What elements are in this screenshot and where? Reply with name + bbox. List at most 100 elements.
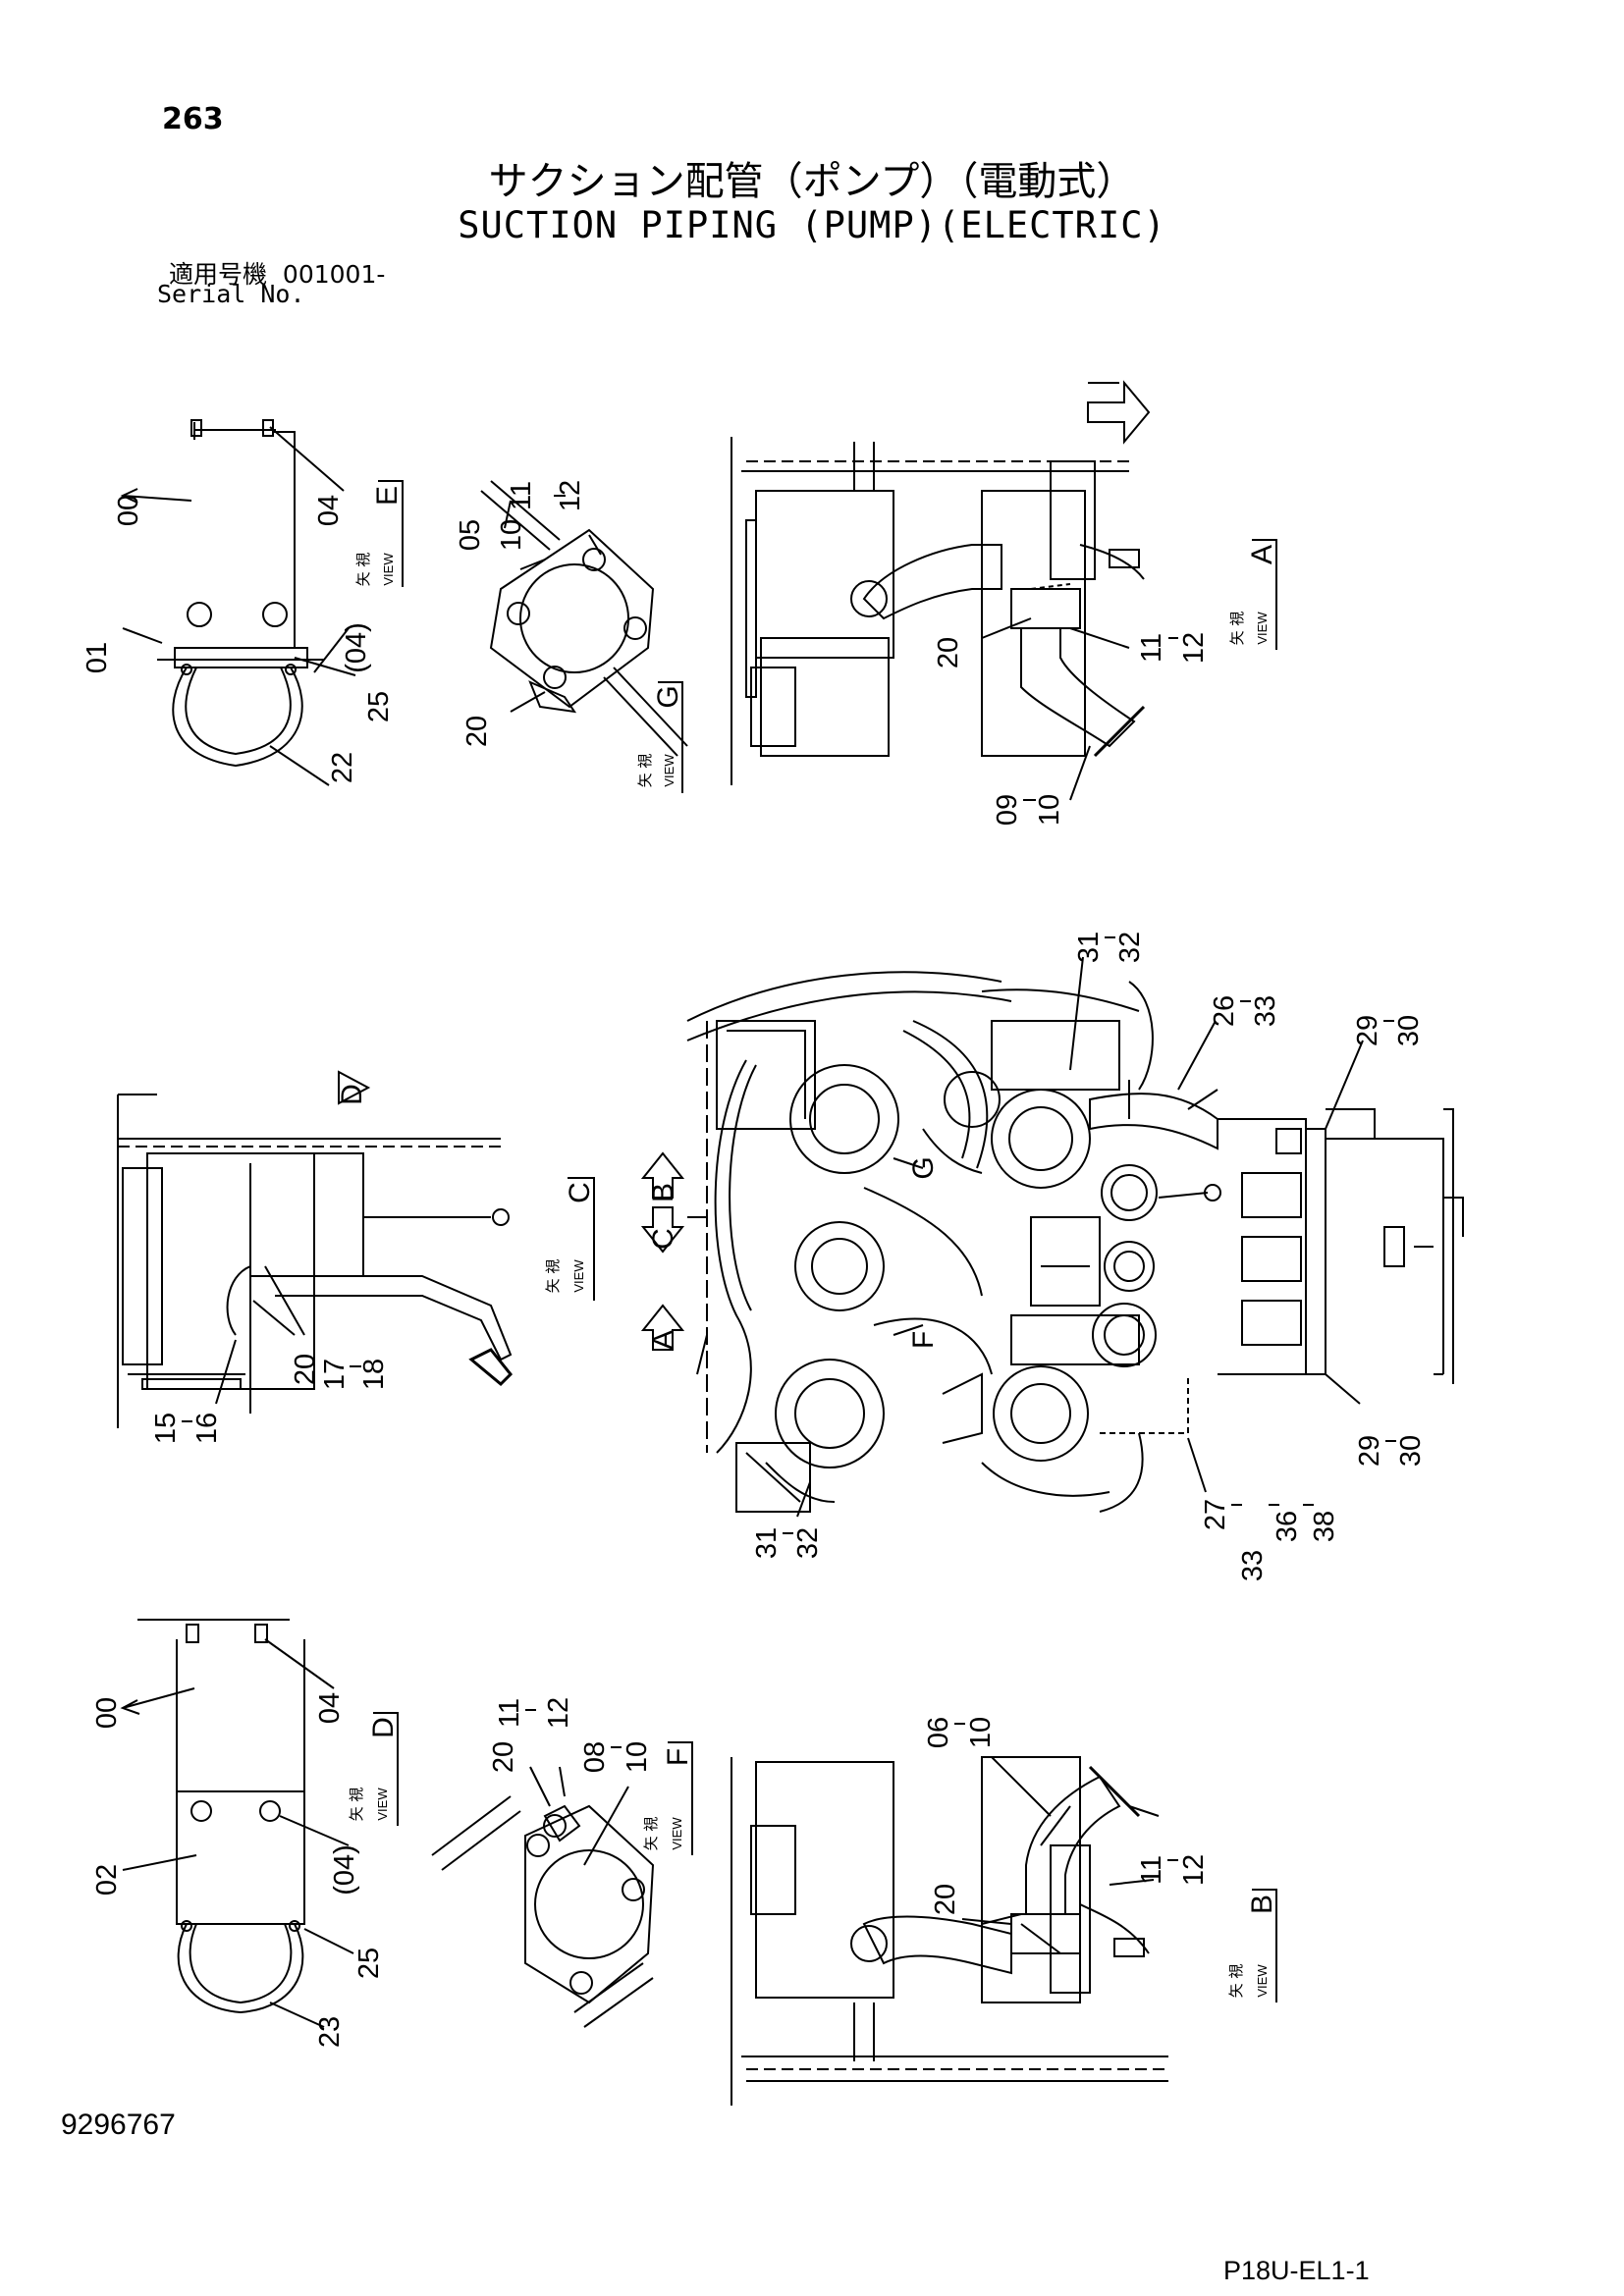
view-e-callout: 25	[363, 691, 395, 722]
view-b-callout: 20	[930, 1884, 961, 1915]
main-callout: 31	[1073, 932, 1105, 963]
view-d-marker: D 矢 視 VIEW	[348, 1712, 400, 1826]
view-a-callout: 11	[1136, 633, 1167, 663]
main-callout: 29	[1354, 1435, 1385, 1467]
view-d-jp: 矢 視	[348, 1788, 365, 1822]
main-callout: 29	[1352, 1015, 1383, 1046]
serial-row-jp: 適用号機 001001-	[169, 255, 385, 291]
view-a-callout: 09	[992, 794, 1023, 826]
view-e-callouts: 00 04 01 (04) 25 22	[81, 495, 395, 783]
view-d-callout: 02	[91, 1864, 123, 1896]
view-e-en: VIEW	[381, 553, 396, 586]
view-g-jp: 矢 視	[636, 754, 654, 788]
view-a-piping	[731, 380, 1151, 801]
main-callout: 32	[792, 1527, 824, 1559]
view-c-en: VIEW	[571, 1259, 586, 1293]
view-f-callouts: 20 11 12 08 10	[488, 1697, 653, 1773]
view-b-jp: 矢 視	[1227, 1964, 1245, 1999]
view-a-marker: A 矢 視 VIEW	[1228, 539, 1278, 650]
view-d-en: VIEW	[375, 1788, 390, 1821]
main-callout: 32	[1114, 932, 1146, 963]
view-a-jp: 矢 視	[1228, 612, 1246, 646]
main-callouts: 31 32 26 33 29 30 29 30 27 33 36 38 31 3…	[751, 932, 1427, 1581]
main-callout: 27	[1200, 1499, 1231, 1530]
view-c-callouts: 20 17 18 15 16	[150, 1354, 390, 1444]
view-f-letter: F	[662, 1748, 694, 1766]
view-b-callouts: 06 10 20 11 12	[923, 1717, 1210, 1925]
view-b-piping	[731, 1756, 1168, 2106]
view-d-callout: 00	[91, 1697, 123, 1729]
title-english: SUCTION PIPING (PUMP)(ELECTRIC)	[458, 204, 1166, 246]
view-c-letter: C	[564, 1182, 596, 1203]
view-d-callout: 23	[314, 2016, 346, 2048]
page-number: 263	[162, 102, 224, 136]
view-c-callout: 16	[191, 1413, 223, 1444]
serial-label-en: Serial No.	[157, 280, 305, 308]
main-callout: 36	[1272, 1511, 1303, 1542]
view-a-callout: 20	[933, 637, 964, 668]
view-d-bracket	[120, 1619, 354, 2028]
main-arrows: D B C A G F	[336, 1084, 940, 1351]
view-e-letter: E	[371, 486, 404, 506]
view-a-callout: 12	[1178, 632, 1210, 664]
view-c-marker: C 矢 視 VIEW	[544, 1177, 596, 1301]
main-assembly	[686, 971, 1464, 1513]
main-arrow-label: B	[647, 1183, 679, 1202]
main-callout: 30	[1395, 1435, 1427, 1467]
view-b-marker: B 矢 視 VIEW	[1227, 1889, 1278, 2002]
view-f-flange	[431, 1766, 655, 2028]
main-callout: 30	[1393, 1015, 1425, 1046]
view-g-marker: G 矢 視 VIEW	[636, 681, 684, 793]
view-e-callout: 01	[81, 642, 113, 673]
main-callout: 33	[1237, 1550, 1269, 1581]
view-b-callout: 10	[965, 1717, 997, 1748]
view-e-marker: E 矢 視 VIEW	[354, 480, 404, 587]
view-d-callout: 04	[314, 1692, 346, 1724]
main-callout: 26	[1209, 995, 1240, 1027]
view-b-letter: B	[1246, 1895, 1278, 1914]
view-f-callout: 12	[543, 1697, 574, 1729]
view-f-jp: 矢 視	[642, 1817, 660, 1851]
view-g-flange	[480, 480, 688, 757]
document-number: 9296767	[61, 2109, 176, 2141]
view-f-en: VIEW	[670, 1817, 684, 1850]
view-g-callouts: 05 10 11 12 20	[455, 480, 586, 747]
view-a-callout: 10	[1034, 794, 1065, 826]
view-g-callout: 10	[496, 519, 527, 551]
view-d-callout: 25	[353, 1948, 385, 1979]
view-g-letter: G	[652, 685, 684, 708]
main-arrow-label: C	[647, 1228, 679, 1250]
view-e-callout: 22	[327, 752, 358, 783]
page-code: P18U-EL1-1	[1223, 2256, 1370, 2285]
view-c-callout: 18	[358, 1359, 390, 1390]
main-arrow-label: G	[907, 1156, 940, 1179]
view-c-jp: 矢 視	[544, 1259, 562, 1294]
view-e-callout: (04)	[341, 622, 372, 673]
view-c-callout: 20	[290, 1354, 321, 1385]
view-f-marker: F 矢 視 VIEW	[642, 1741, 694, 1855]
view-c-callout: 17	[319, 1359, 351, 1390]
main-callout: 33	[1250, 995, 1281, 1027]
main-arrow-label: F	[907, 1331, 940, 1349]
view-c-callout: 15	[150, 1413, 182, 1444]
view-a-en: VIEW	[1255, 612, 1270, 645]
view-e-callout: 00	[113, 495, 144, 526]
title-japanese: サクション配管（ポンプ）（電動式）	[488, 159, 1136, 204]
view-d-letter: D	[367, 1717, 400, 1738]
view-f-callout: 20	[488, 1741, 519, 1773]
view-a-callouts: 20 11 12 09 10	[933, 632, 1210, 826]
main-callout: 38	[1309, 1511, 1340, 1542]
main-arrow-label: A	[647, 1330, 679, 1350]
view-d-callouts: 00 04 02 (04) 25 23	[91, 1692, 385, 2048]
view-a-letter: A	[1246, 545, 1278, 564]
view-e-bracket	[120, 419, 356, 786]
view-g-en: VIEW	[662, 754, 677, 787]
main-callout: 31	[751, 1527, 783, 1559]
serial-label-jp: 適用号機	[169, 260, 268, 289]
view-f-callout: 10	[622, 1741, 653, 1773]
view-g-callout: 05	[455, 519, 486, 551]
view-g-callout: 20	[461, 716, 493, 747]
view-f-callout: 11	[494, 1698, 525, 1728]
